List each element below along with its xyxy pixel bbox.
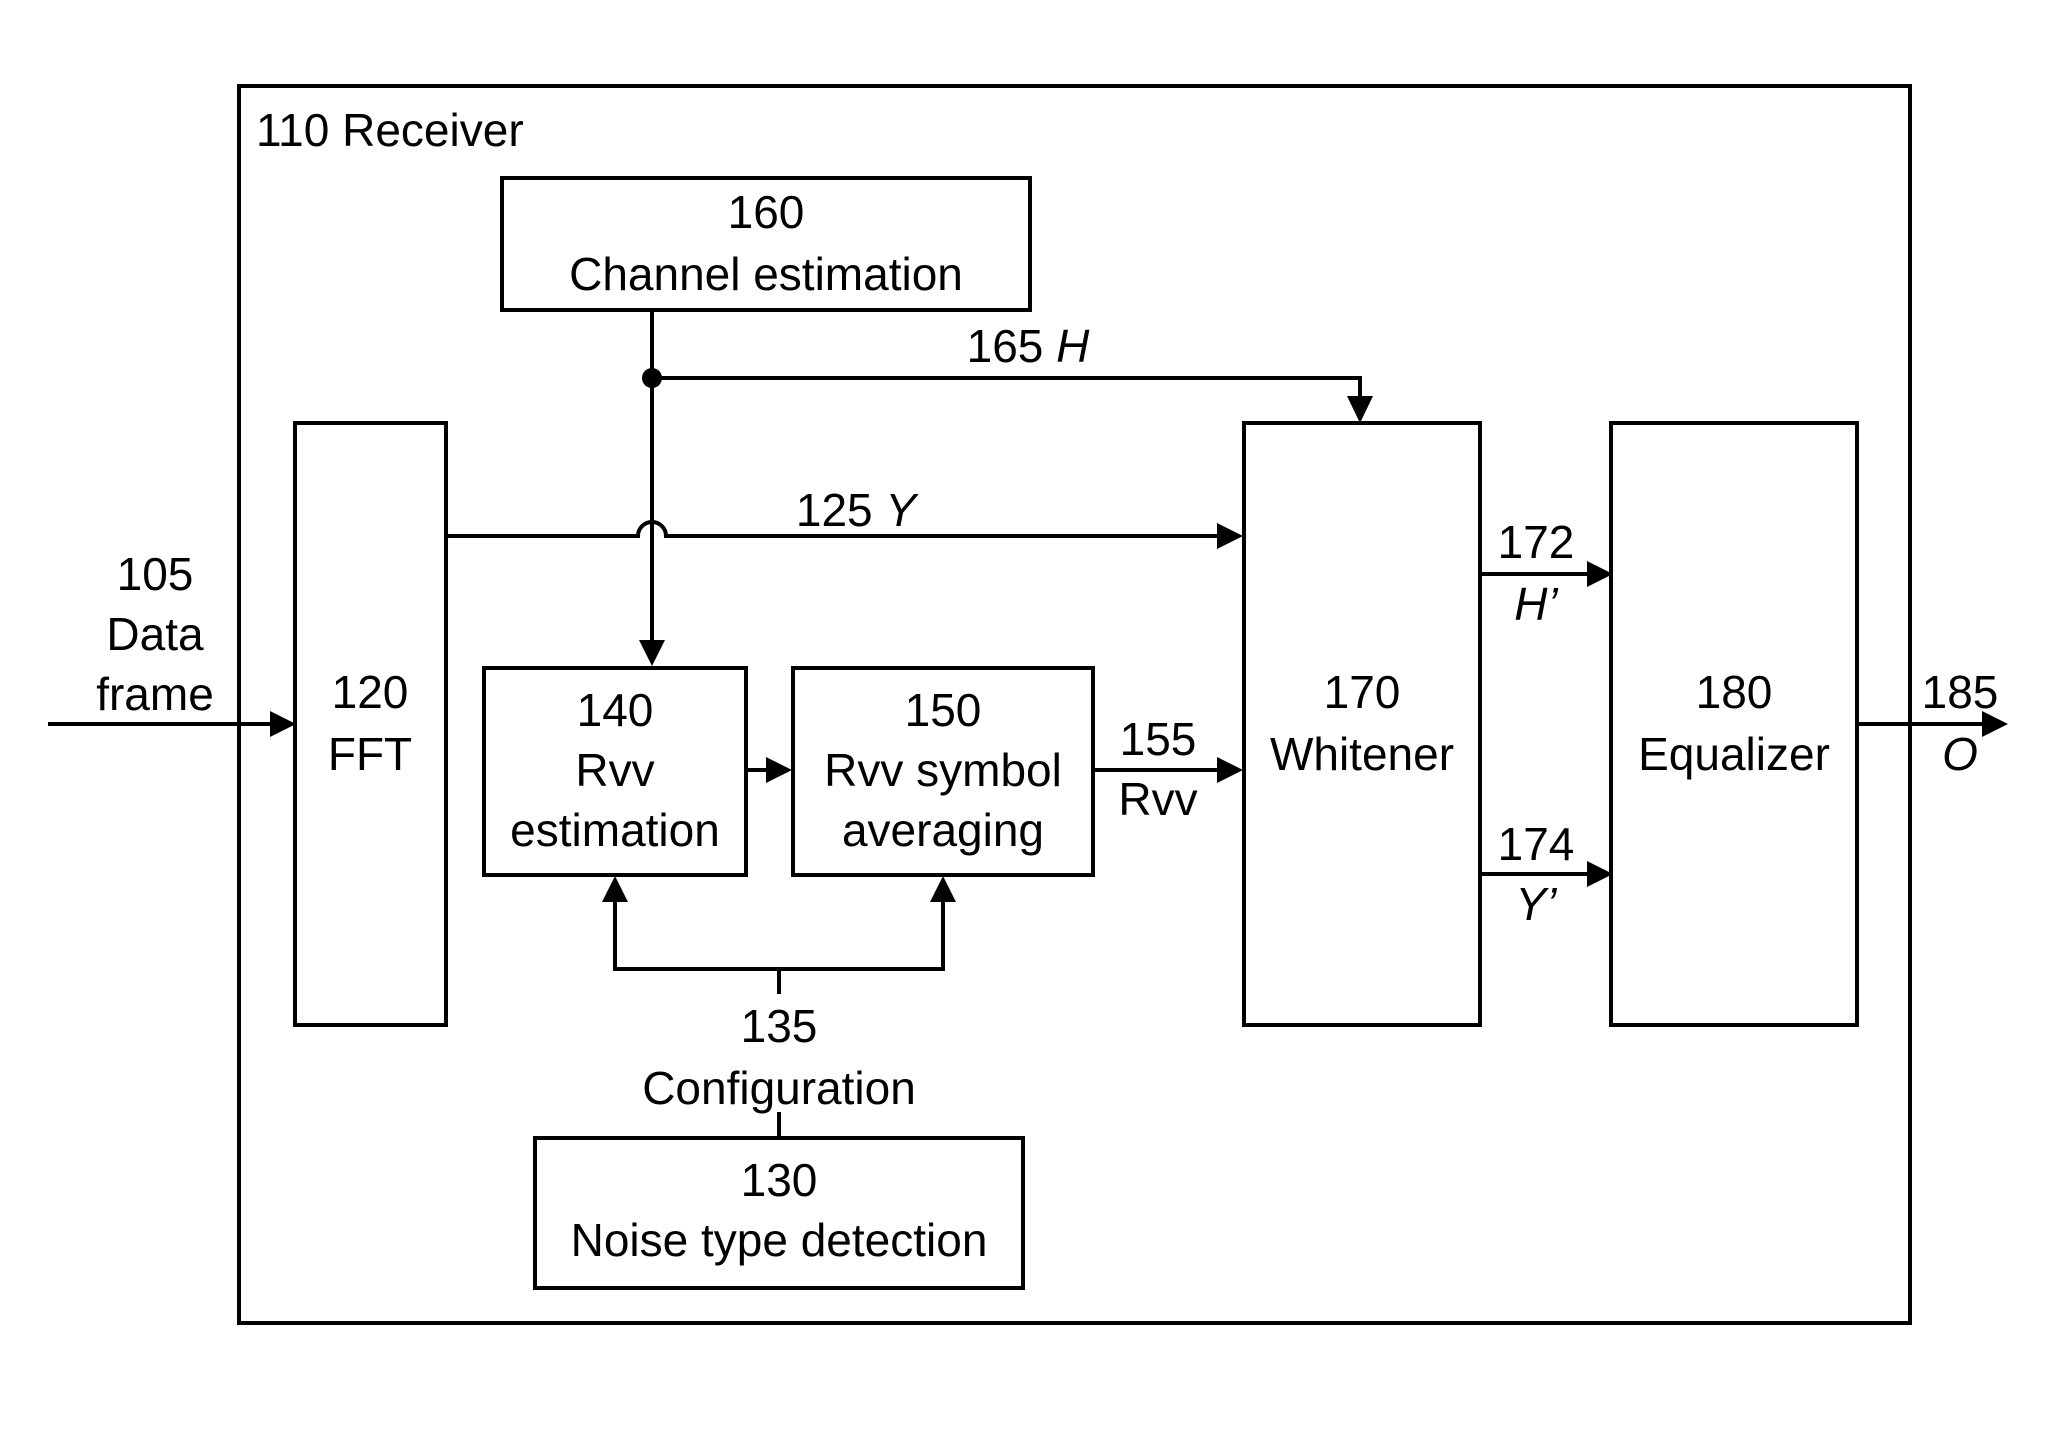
- rvv-estimation-line2: estimation: [510, 804, 720, 856]
- fft-label: FFT: [328, 728, 412, 780]
- configuration-number: 135: [741, 1000, 818, 1052]
- y-prime-number: 174: [1498, 818, 1575, 870]
- rvv-estimation-number: 140: [577, 684, 654, 736]
- rvv-averaging-block: 150 Rvv symbol averaging: [793, 668, 1093, 875]
- channel-estimation-block: 160 Channel estimation: [502, 178, 1030, 310]
- h-signal-label: 165 H: [967, 320, 1091, 372]
- equalizer-number: 180: [1696, 666, 1773, 718]
- output-symbol: O: [1942, 728, 1978, 780]
- whitener-label: Whitener: [1270, 728, 1454, 780]
- rvv-estimation-line1: Rvv: [575, 744, 654, 796]
- whitener-block: 170 Whitener: [1244, 423, 1480, 1025]
- fft-block: 120 FFT: [295, 423, 446, 1025]
- rvv-averaging-line1: Rvv symbol: [824, 744, 1062, 796]
- rvv-averaging-number: 150: [905, 684, 982, 736]
- rvv-averaging-line2: averaging: [842, 804, 1044, 856]
- channel-estimation-number: 160: [728, 186, 805, 238]
- rvv-signal-text: Rvv: [1118, 773, 1197, 825]
- y-signal-label: 125 Y: [796, 484, 920, 536]
- configuration-text: Configuration: [642, 1062, 916, 1114]
- data-frame-input-label: 105 Data frame: [96, 548, 214, 720]
- equalizer-block: 180 Equalizer: [1611, 423, 1857, 1025]
- rvv-estimation-block: 140 Rvv estimation: [484, 668, 746, 875]
- whitener-number: 170: [1324, 666, 1401, 718]
- data-frame-line1: Data: [106, 608, 204, 660]
- h-prime-number: 172: [1498, 516, 1575, 568]
- data-frame-number: 105: [117, 548, 194, 600]
- y-prime-symbol: Y’: [1516, 878, 1558, 930]
- rvv-signal-number: 155: [1120, 713, 1197, 765]
- noise-detection-number: 130: [741, 1154, 818, 1206]
- fft-number: 120: [332, 666, 409, 718]
- channel-estimation-label: Channel estimation: [569, 248, 963, 300]
- h-prime-symbol: H’: [1514, 578, 1558, 630]
- noise-detection-block: 130 Noise type detection: [535, 1138, 1023, 1288]
- data-frame-line2: frame: [96, 668, 214, 720]
- output-number: 185: [1922, 666, 1999, 718]
- noise-detection-label: Noise type detection: [571, 1214, 988, 1266]
- equalizer-label: Equalizer: [1638, 728, 1830, 780]
- receiver-label: 110 Receiver: [256, 104, 524, 156]
